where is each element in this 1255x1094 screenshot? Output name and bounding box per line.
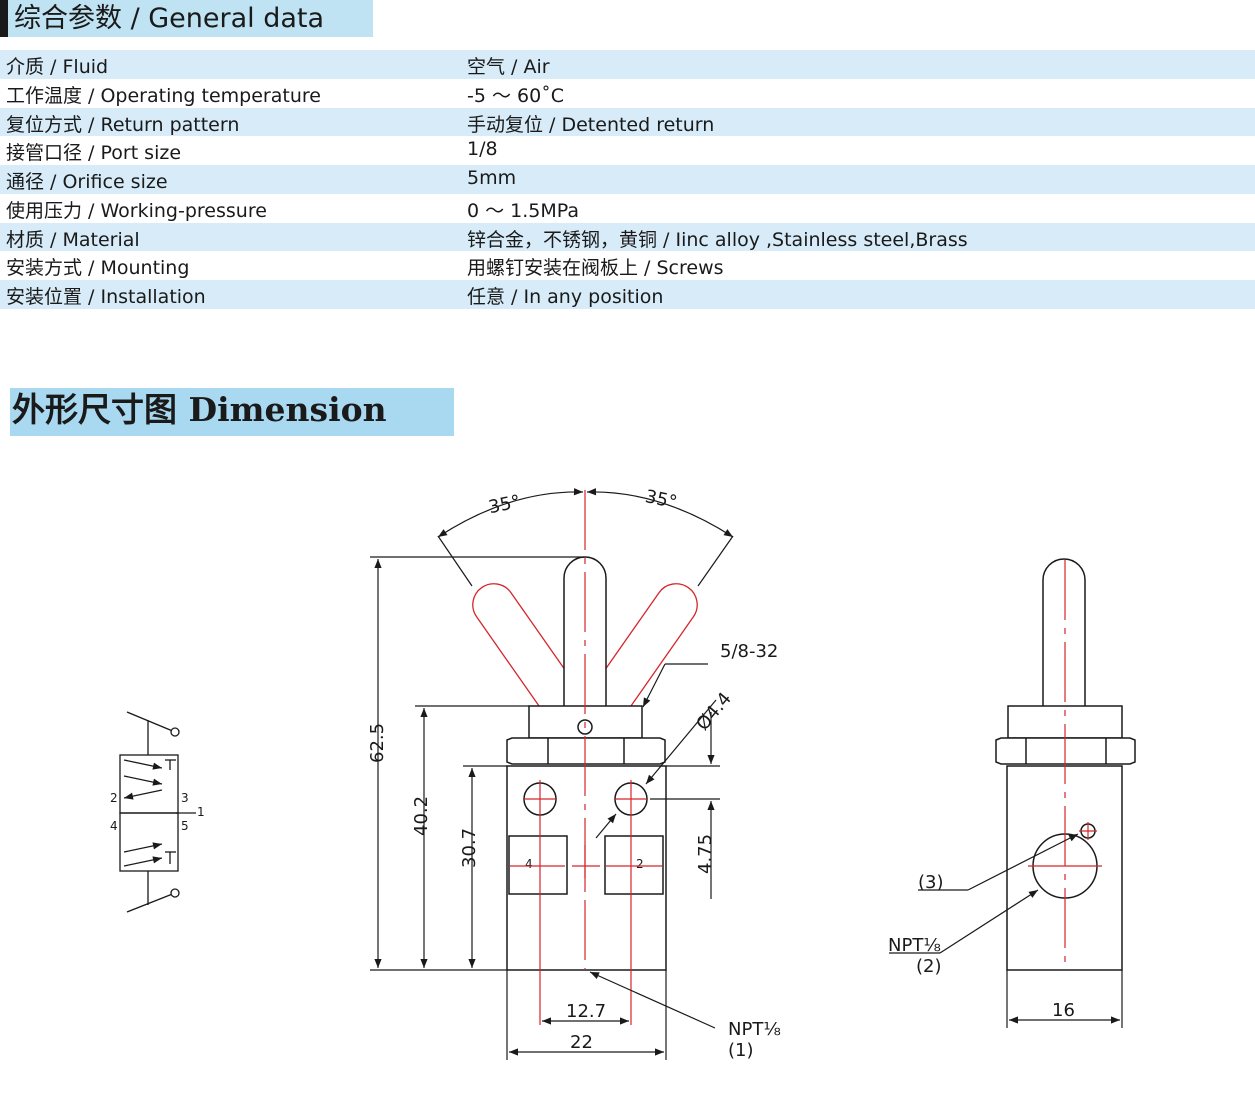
spec-label: 工作温度 / Operating temperature bbox=[6, 84, 321, 107]
spec-value: 0 ～ 1.5MPa bbox=[467, 199, 580, 222]
spec-value: 空气 / Air bbox=[467, 56, 550, 78]
front-port-4-label: 4 bbox=[525, 857, 533, 871]
spec-row: 复位方式 / Return pattern 手动复位 / Detented ret… bbox=[0, 107, 1255, 137]
spec-label: 通径 / Orifice size bbox=[6, 171, 168, 193]
symbol-port-2: 2 bbox=[110, 791, 118, 805]
symbol-port-5: 5 bbox=[181, 819, 189, 833]
spec-label: 复位方式 / Return pattern bbox=[6, 113, 240, 136]
front-port-2-label: 2 bbox=[636, 857, 644, 871]
spec-row: 介质 / Fluid 空气 / Air bbox=[0, 50, 1255, 79]
hole-dia-callout bbox=[595, 699, 717, 839]
spec-label: 接管口径 / Port size bbox=[6, 142, 182, 165]
hex-nut bbox=[506, 737, 666, 765]
height-body-label: 30.7 bbox=[459, 828, 480, 868]
port3-label: (3) bbox=[918, 872, 944, 893]
angle-dimension bbox=[437, 488, 734, 587]
spec-value: 手动复位 / Detented return bbox=[467, 113, 715, 136]
hole-dia-label: Ø4.4 bbox=[692, 688, 736, 734]
spec-row: 安装方式 / Mounting 用螺钉安装在阀板上 / Screws bbox=[0, 251, 1255, 280]
symbol-port-4: 4 bbox=[110, 819, 118, 833]
spec-row: 通径 / Orifice size 5mm bbox=[0, 165, 1255, 194]
thread-label: 5/8-32 bbox=[720, 641, 778, 662]
spec-label: 介质 / Fluid bbox=[6, 56, 109, 78]
angle-right-label: 35° bbox=[643, 486, 679, 513]
symbol-port-1: 1 bbox=[197, 805, 205, 819]
port2-number-label: (2) bbox=[916, 956, 942, 977]
valve-body bbox=[506, 765, 667, 971]
height-dimensions bbox=[370, 556, 720, 971]
side-lever bbox=[1042, 558, 1086, 706]
width-body-label: 22 bbox=[570, 1032, 593, 1053]
general-data-title: 综合参数 / General data bbox=[14, 3, 325, 34]
angle-left-label: 35° bbox=[487, 491, 523, 518]
spec-label: 材质 / Material bbox=[6, 228, 140, 251]
symbol-port-3: 3 bbox=[181, 791, 189, 805]
dimension-header: 外形尺寸图 Dimension bbox=[10, 388, 454, 436]
port2-npt-label: NPT⅛ bbox=[888, 935, 941, 956]
spec-row: 使用压力 / Working-pressure 0 ～ 1.5MPa bbox=[0, 194, 1255, 223]
spec-row: 材质 / Material 锌合金，不锈钢，黄铜 / Iinc alloy ,St… bbox=[0, 222, 1255, 252]
spec-table: 介质 / Fluid 空气 / Air 工作温度 / Operating temp… bbox=[0, 50, 1255, 309]
valve-symbol: 2 4 3 5 1 bbox=[110, 711, 205, 913]
port1-number-label: (1) bbox=[728, 1040, 754, 1061]
header-accent-bar bbox=[0, 0, 8, 37]
width-ports-label: 12.7 bbox=[566, 1001, 606, 1022]
port1-npt-label: NPT⅛ bbox=[728, 1019, 781, 1040]
lever-upright bbox=[563, 556, 607, 721]
side-view bbox=[995, 558, 1136, 971]
spec-value: 1/8 bbox=[467, 138, 498, 161]
side-centerlines bbox=[1028, 560, 1102, 970]
spec-value: -5 ～ 60˚C bbox=[467, 84, 564, 107]
width-dimensions bbox=[506, 970, 716, 1060]
front-centerlines bbox=[510, 490, 662, 1025]
spec-label: 安装方式 / Mounting bbox=[6, 257, 190, 280]
spec-label: 安装位置 / Installation bbox=[6, 286, 206, 308]
height-body-nut-label: 40.2 bbox=[411, 796, 432, 836]
height-total-label: 62.5 bbox=[367, 723, 388, 763]
general-data-header: 综合参数 / General data bbox=[0, 0, 373, 37]
side-width-label: 16 bbox=[1052, 1000, 1075, 1021]
thread-callout bbox=[642, 663, 708, 708]
spec-value: 用螺钉安装在阀板上 / Screws bbox=[467, 257, 724, 280]
height-hole-label: 4.75 bbox=[695, 834, 716, 874]
spec-row: 工作温度 / Operating temperature -5 ～ 60˚C bbox=[0, 79, 1255, 108]
port-2-window bbox=[604, 835, 664, 895]
port-4-window bbox=[508, 835, 568, 895]
spec-value: 任意 / In any position bbox=[467, 286, 664, 308]
dimension-title: 外形尺寸图 Dimension bbox=[12, 390, 387, 429]
spec-label: 使用压力 / Working-pressure bbox=[6, 199, 267, 222]
side-callouts bbox=[889, 833, 1123, 1028]
spec-value: 锌合金，不锈钢，黄铜 / Iinc alloy ,Stainless steel… bbox=[467, 228, 968, 251]
spec-value: 5mm bbox=[467, 167, 517, 189]
spec-row: 安装位置 / Installation 任意 / In any position bbox=[0, 280, 1255, 309]
spec-row: 接管口径 / Port size 1/8 bbox=[0, 136, 1255, 165]
